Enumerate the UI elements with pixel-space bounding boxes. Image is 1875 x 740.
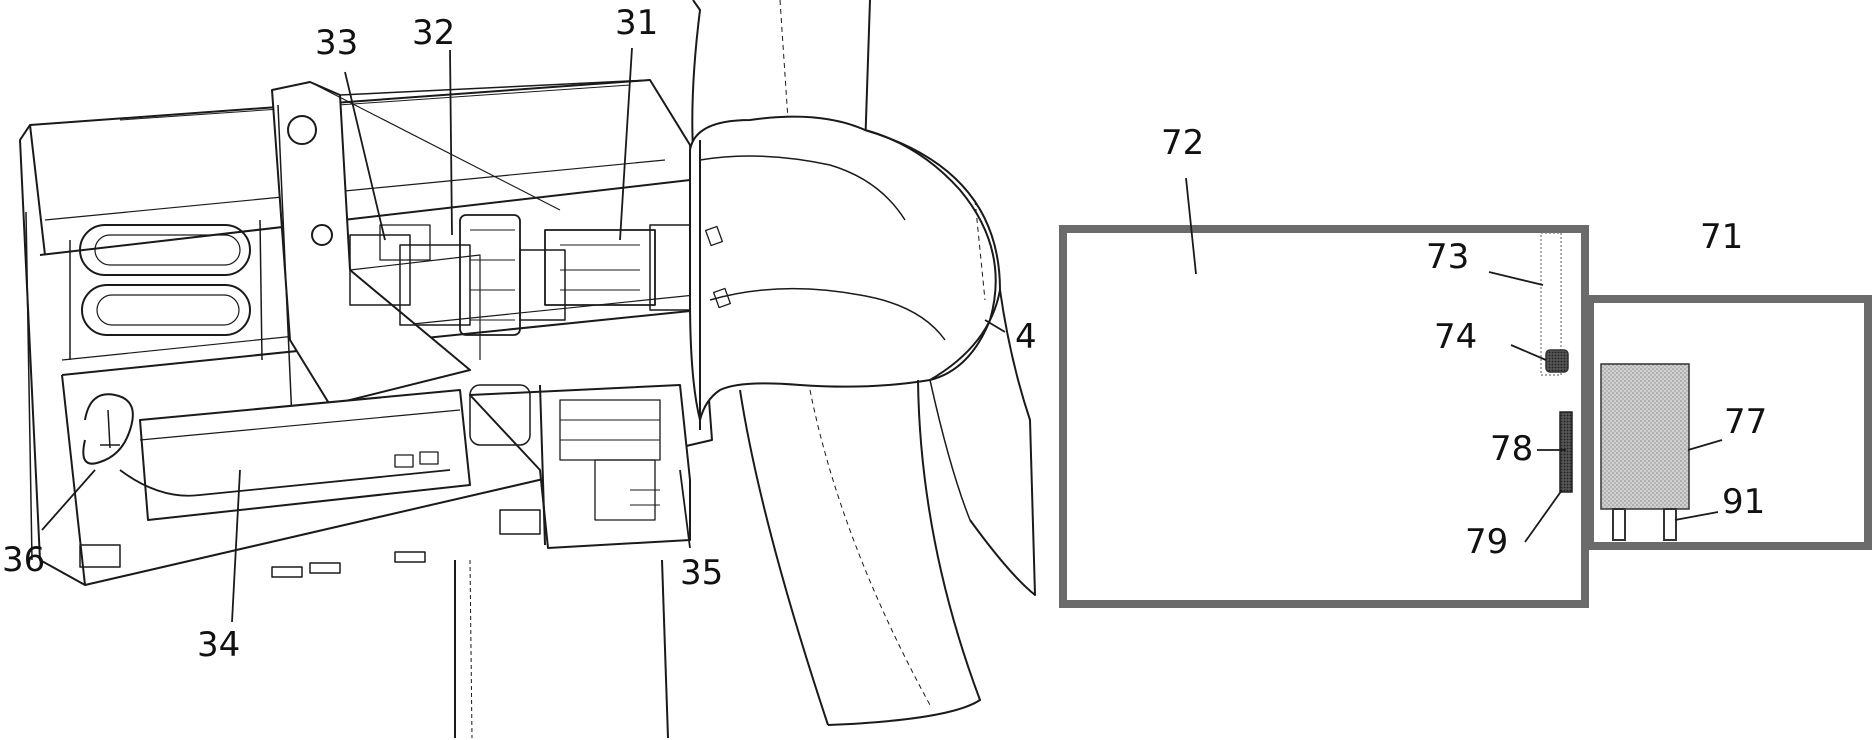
schematic [1059, 177, 1872, 608]
label-34: 34 [197, 625, 241, 665]
sling-hook [82, 393, 134, 465]
cable-coil [69, 219, 263, 361]
label-73: 73 [1426, 237, 1470, 277]
label-31: 31 [615, 3, 659, 43]
right-leader-lines [1185, 177, 1723, 543]
label-33: 33 [315, 23, 359, 63]
label-72: 72 [1161, 123, 1205, 163]
label-78: 78 [1490, 429, 1534, 469]
label-74: 74 [1434, 317, 1478, 357]
lower-cabinets [139, 384, 691, 549]
label-36: 36 [2, 540, 46, 580]
label-79: 79 [1465, 522, 1509, 562]
label-71: 71 [1700, 217, 1744, 257]
support-91-right [1663, 508, 1677, 541]
nacelle-drawing [19, 0, 1036, 739]
support-91-left [1612, 508, 1626, 541]
box-77 [1600, 363, 1690, 510]
label-77: 77 [1724, 402, 1768, 442]
label-35: 35 [680, 553, 724, 593]
label-32: 32 [412, 13, 456, 53]
nacelle-feet [79, 509, 541, 578]
element-73 [1540, 232, 1562, 376]
crane-beam [271, 79, 651, 421]
tower [454, 559, 669, 739]
left-leader-lines [41, 47, 1006, 623]
room-71-box [1586, 295, 1872, 550]
label-4: 4 [1015, 317, 1037, 357]
cable-run [119, 469, 451, 497]
rotor [689, 0, 1036, 726]
element-74 [1545, 349, 1569, 373]
label-91: 91 [1722, 482, 1766, 522]
element-78 [1559, 411, 1573, 493]
room-72-box [1059, 225, 1589, 608]
